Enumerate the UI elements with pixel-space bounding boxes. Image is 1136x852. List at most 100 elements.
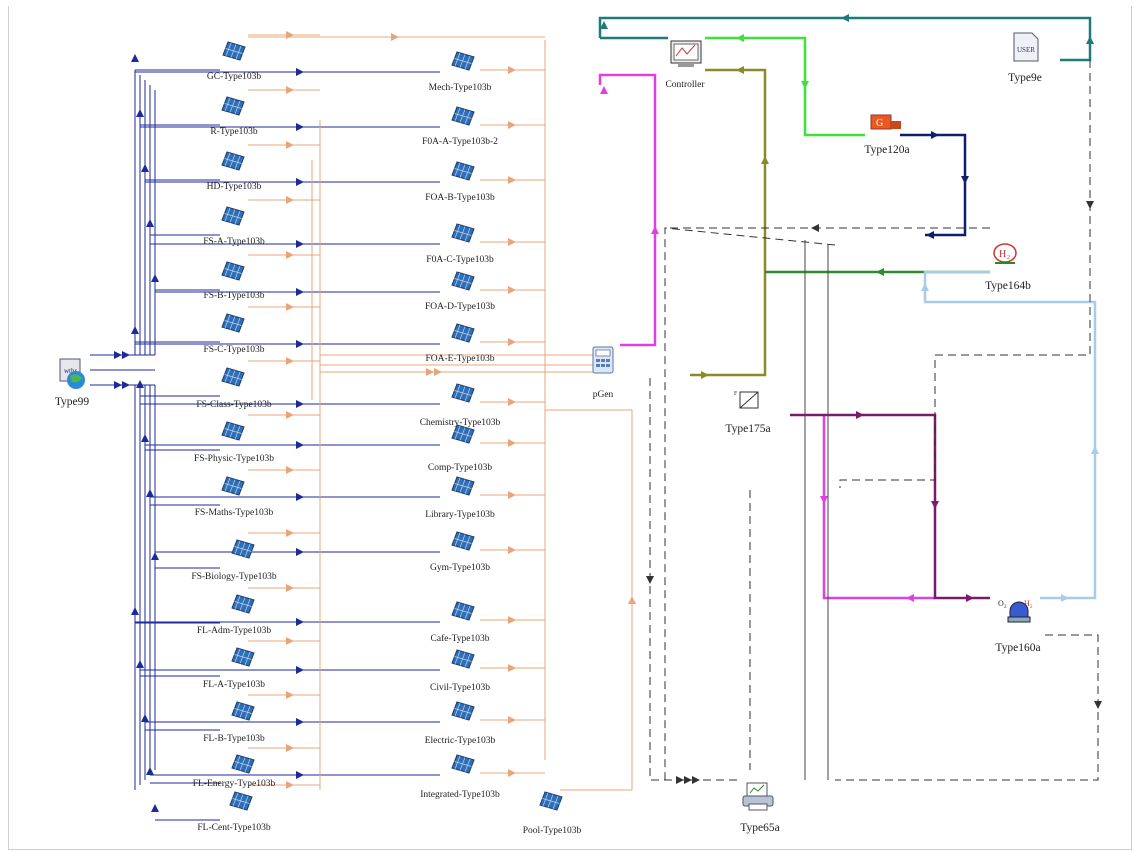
flow-arrow [114,351,122,359]
flow-arrow [508,664,516,672]
flow-arrow [876,268,884,276]
flow-arrow [684,776,692,784]
pv-unit-label: FS-B-Type103b [203,291,265,301]
weather-label: Type99 [54,396,90,408]
pv-panel-icon[interactable] [221,476,245,496]
flow-arrow [811,224,819,232]
pv-panel-icon[interactable] [451,383,475,403]
flow-arrow [296,718,304,726]
pv-panel-icon[interactable] [231,647,255,667]
flow-arrow [146,219,154,227]
pv-panel-icon[interactable] [451,649,475,669]
pv-panel-icon[interactable] [451,323,475,343]
flow-arrow [136,109,144,117]
power-converter-icon[interactable]: F [734,388,760,410]
output-dashed-line [664,227,836,780]
flow-arrow [1086,201,1094,209]
pv-panel-icon[interactable] [221,261,245,281]
flow-arrow [286,86,294,94]
pv-panel-icon[interactable] [451,531,475,551]
pv-unit-label: R-Type103b [210,127,258,137]
output-dashed-line [835,634,1099,781]
pv-panel-icon[interactable] [221,313,245,333]
flow-arrow [508,338,516,346]
flow-arrow [286,411,294,419]
user-equation-icon[interactable]: USER [1012,32,1040,62]
calculator-icon[interactable] [592,346,614,374]
pv-panel-icon[interactable] [451,271,475,291]
flow-arrow [141,434,149,442]
flow-arrow [508,769,516,777]
flow-arrow [296,288,304,296]
pv-panel-icon[interactable] [451,424,475,444]
pv-unit-label: Integrated-Type103b [420,790,500,800]
flow-arrow [151,804,159,812]
controller-icon[interactable] [670,40,702,68]
flow-arrow [434,368,442,376]
flow-arrow [286,584,294,592]
flow-arrow [856,411,864,419]
pv-unit-label: FOA-E-Type103b [425,354,495,364]
pv-panel-icon[interactable] [451,476,475,496]
pv-panel-icon[interactable] [451,51,475,71]
flow-arrow [122,351,130,359]
pv-panel-icon[interactable] [221,206,245,226]
flow-arrow [600,21,608,29]
flow-arrow [508,286,516,294]
type175a-label: Type175a [725,423,771,435]
flow-arrow [692,776,700,784]
flow-arrow [146,489,154,497]
svg-text:O: O [998,599,1004,608]
pv-unit-label: FS-C-Type103b [203,345,265,355]
flow-arrow [628,596,636,604]
flow-arrow [286,744,294,752]
flow-arrow [296,618,304,626]
pv-panel-icon[interactable] [451,223,475,243]
pv-panel-icon[interactable] [451,106,475,126]
flow-arrow [136,660,144,668]
pv-panel-icon[interactable] [451,601,475,621]
flow-arrow [296,68,304,76]
type164b-label: Type164b [985,280,1031,292]
flow-arrow [508,491,516,499]
diesel-generator-icon[interactable]: G [870,113,902,131]
flow-arrow [736,34,744,42]
pv-unit-label: GC-Type103b [206,72,262,82]
flow-arrow [931,501,939,509]
pv-panel-icon[interactable] [539,791,563,811]
flow-arrow [508,398,516,406]
pv-unit-label: Cafe-Type103b [430,634,490,644]
pv-panel-icon[interactable] [221,151,245,171]
pv-panel-icon[interactable] [231,539,255,559]
flow-arrow [508,121,516,129]
pv-unit-label: HD-Type103b [206,182,262,192]
flow-arrow [1061,594,1069,602]
output-dashed-line [839,60,1091,488]
pv-panel-icon[interactable] [451,701,475,721]
pv-panel-icon[interactable] [221,421,245,441]
pv-panel-icon[interactable] [451,754,475,774]
flow-arrow [841,14,849,22]
pv-unit-label: FS-Biology-Type103b [191,572,277,582]
online-plotter-icon[interactable] [741,782,775,812]
pv-panel-icon[interactable] [221,367,245,387]
pv-panel-icon[interactable] [231,701,255,721]
pv-panel-icon[interactable] [231,594,255,614]
pv-panel-icon[interactable] [229,791,253,811]
flow-arrow [1094,701,1102,709]
flow-arrow [136,380,144,388]
flow-arrow [286,529,294,537]
pv-panel-icon[interactable] [221,96,245,116]
pv-panel-icon[interactable] [222,41,246,61]
flow-arrow [906,594,914,602]
pv-panel-icon[interactable] [451,161,475,181]
pv-panel-icon[interactable] [231,754,255,774]
pv-unit-label: FS-Class-Type103b [196,400,272,410]
weather-data-icon[interactable]: wthr [56,356,90,390]
pv-unit-label: Comp-Type103b [427,463,493,473]
controller-label: Controller [665,80,705,90]
flow-arrow [426,368,434,376]
